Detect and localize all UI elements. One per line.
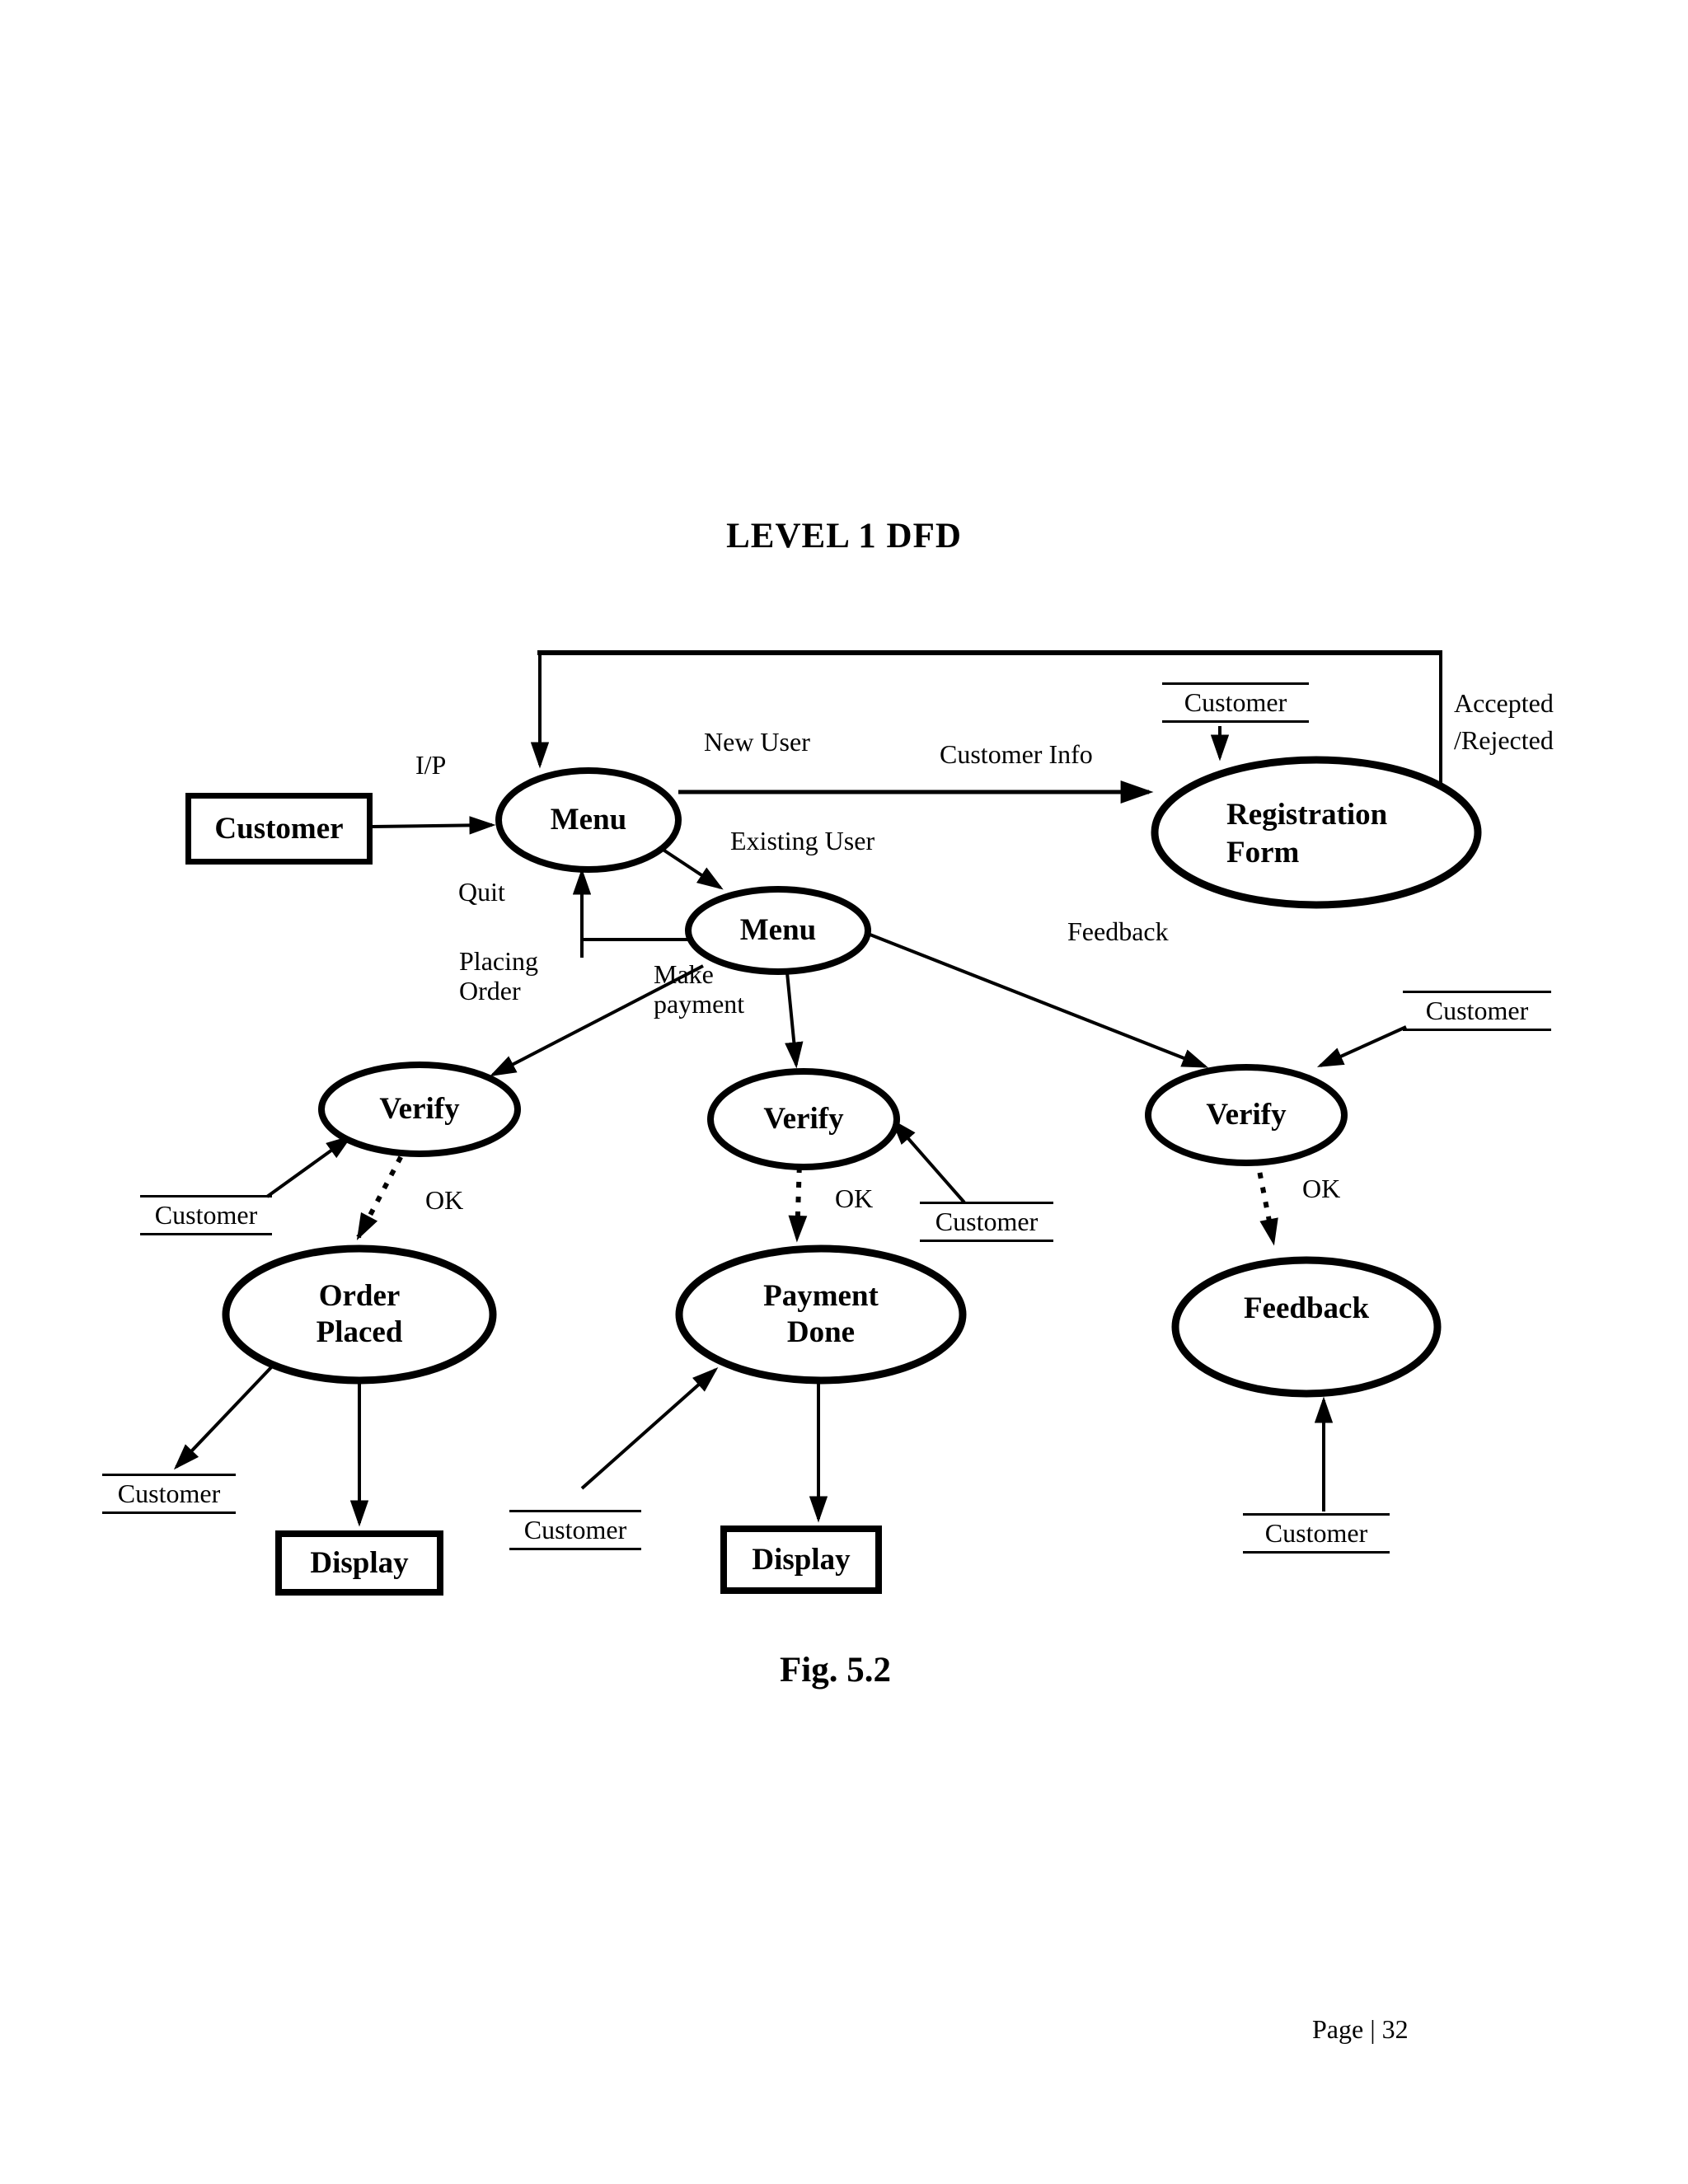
figure-caption: Fig. 5.2 (780, 1651, 891, 1690)
process-payment-done-label: Payment Done (763, 1279, 879, 1349)
page-number: Page | 32 (1312, 2014, 1409, 2044)
flow-arrow-customer-store-to-verify-feedback (1316, 1025, 1407, 1067)
process-verify-order-label: Verify (379, 1092, 460, 1126)
flow-arrow-customer-store-to-verify-order (265, 1135, 353, 1198)
process-registration-form-label: Registration Form (1226, 798, 1388, 869)
flow-arrow-customer-store-to-payment-done (580, 1367, 719, 1490)
datastore-customer-order-result: Customer (102, 1474, 236, 1514)
process-menu-sub-ellipse (685, 886, 871, 975)
datastore-customer-verify-feedback: Customer (1403, 991, 1551, 1031)
flow-arrow-placing-order-to-verify (490, 964, 704, 1077)
flow-arrow-feedback-to-verify (867, 932, 1209, 1068)
flow-label-make-payment: Make payment (654, 959, 745, 1019)
process-menu-main-label: Menu (550, 803, 627, 837)
flow-label-new-user: New User (704, 727, 810, 757)
process-registration-form-ellipse (1151, 756, 1482, 909)
entity-customer-box: Customer (185, 793, 373, 865)
entity-customer-label: Customer (214, 812, 344, 846)
process-verify-order-ellipse (318, 1062, 521, 1157)
process-menu-sub-label: Menu (739, 913, 817, 947)
sink-display-order-box: Display (275, 1530, 443, 1596)
flow-label-ok-payment: OK (835, 1183, 874, 1213)
datastore-customer-feedback-source: Customer (1243, 1513, 1390, 1554)
flow-label-existing-user: Existing User (730, 826, 875, 855)
process-verify-feedback-label: Verify (1206, 1098, 1287, 1132)
flow-arrow-ip-customer-to-menu (372, 816, 496, 835)
process-feedback-label: Feedback (1243, 1291, 1370, 1325)
sink-display-payment-box: Display (720, 1526, 882, 1594)
process-verify-feedback-ellipse (1145, 1064, 1348, 1166)
flow-label-feedback: Feedback (1067, 916, 1169, 946)
sink-display-payment-label: Display (752, 1543, 851, 1577)
flow-label-ok-order: OK (425, 1185, 464, 1215)
process-order-placed-label: Order Placed (316, 1279, 403, 1349)
flow-label-accepted-rejected: Accepted /Rejected (1454, 688, 1554, 755)
flow-label-ip: I/P (415, 750, 447, 780)
process-verify-payment-label: Verify (763, 1102, 844, 1136)
flow-arrow-order-placed-to-customer-store (173, 1363, 275, 1470)
datastore-customer-verify-payment: Customer (920, 1202, 1053, 1242)
flow-label-customer-info: Customer Info (940, 739, 1093, 769)
process-menu-main-ellipse (495, 767, 682, 873)
flow-label-quit: Quit (458, 877, 505, 907)
process-order-placed-ellipse (222, 1244, 497, 1385)
datastore-customer-verify-order: Customer (140, 1195, 272, 1235)
process-verify-payment-ellipse (707, 1068, 900, 1170)
process-feedback-ellipse (1171, 1256, 1442, 1398)
sink-display-order-label: Display (310, 1546, 409, 1580)
flow-arrow-existing-user-to-submenu (658, 846, 724, 890)
flow-label-ok-feedback: OK (1302, 1174, 1341, 1203)
datastore-customer-registration: Customer (1162, 682, 1309, 723)
process-payment-done-ellipse (675, 1244, 967, 1385)
flow-label-placing-order: Placing Order (459, 946, 538, 1005)
datastore-customer-payment-source: Customer (509, 1510, 641, 1550)
flow-arrow-customer-store-to-verify-payment (891, 1118, 966, 1204)
page-title: LEVEL 1 DFD (726, 517, 962, 555)
